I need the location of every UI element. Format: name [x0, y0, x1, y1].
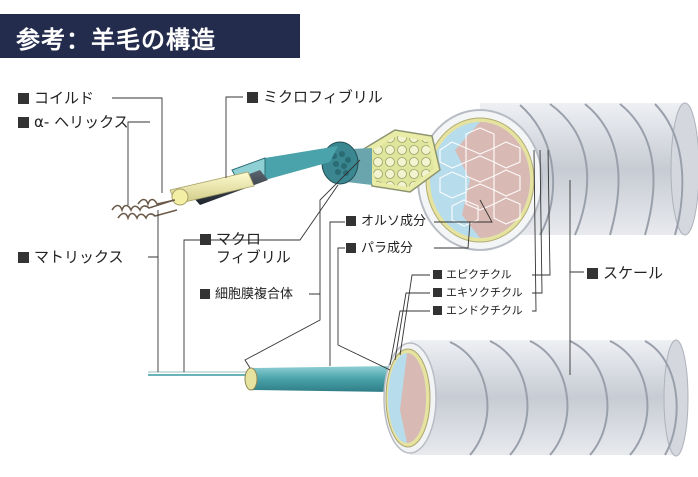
label-coiled: コイルド — [18, 89, 94, 107]
lower-cross-section — [383, 342, 437, 454]
lower-fibril-rods — [148, 366, 395, 392]
bullet-square-icon — [18, 93, 29, 104]
label-epicuticle: エピクチクル — [433, 268, 512, 281]
label-cell-membrane: 細胞膜複合体 — [200, 287, 293, 302]
label-endocuticle: エンドクチクル — [433, 304, 523, 317]
bullet-square-icon — [346, 216, 356, 226]
lower-scale-cylinder — [410, 339, 689, 457]
upper-cross-section — [417, 109, 543, 251]
bullet-square-icon — [18, 252, 29, 263]
label-microfibril: ミクロフィブリル — [247, 88, 383, 106]
label-scale: スケール — [587, 264, 663, 282]
label-matrix: マトリックス — [18, 248, 124, 266]
bullet-square-icon — [346, 243, 356, 253]
microfibril-rod — [169, 146, 338, 206]
bullet-square-icon — [433, 306, 442, 315]
label-exocuticle: エキソクチクル — [433, 286, 523, 299]
bullet-square-icon — [247, 92, 258, 103]
page-title: 参考：羊毛の構造 — [16, 26, 216, 54]
bullet-square-icon — [587, 268, 598, 279]
bullet-square-icon — [433, 288, 442, 297]
bullet-square-icon — [200, 234, 211, 245]
bullet-square-icon — [433, 270, 442, 279]
label-alpha-helix: α- ヘリックス — [18, 113, 129, 131]
title-banner: 参考：羊毛の構造 — [0, 14, 300, 58]
macrofibril-bundle — [361, 129, 441, 193]
alpha-helix-strands — [111, 198, 178, 221]
label-para: パラ成分 — [346, 241, 413, 256]
bullet-square-icon — [18, 117, 29, 128]
leader-lines — [112, 96, 584, 375]
label-macrofibril: マクロ フィブリル — [200, 230, 291, 266]
label-ortho: オルソ成分 — [346, 214, 426, 229]
bullet-square-icon — [200, 289, 210, 299]
